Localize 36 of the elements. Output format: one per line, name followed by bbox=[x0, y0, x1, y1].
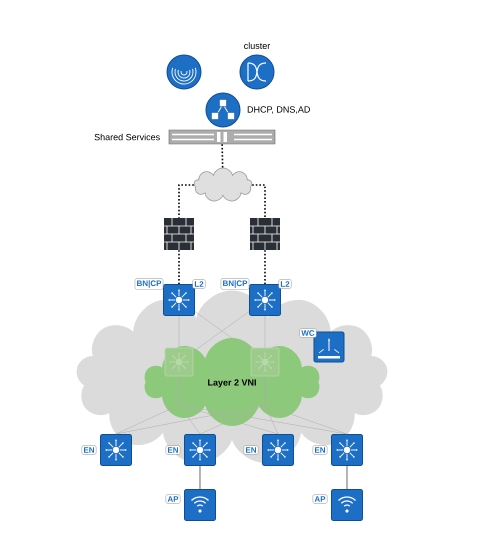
controller: WC bbox=[299, 328, 344, 362]
node-label: AP bbox=[314, 496, 326, 502]
switch: BN|CP L2 bbox=[220, 278, 292, 316]
dotted-link bbox=[221, 144, 224, 168]
access-point: AP bbox=[166, 489, 216, 521]
switch: BN|CP L2 bbox=[134, 278, 206, 316]
node-label: BN|CP bbox=[137, 280, 162, 288]
fingerprint-icon bbox=[166, 54, 202, 90]
node-label: WC bbox=[301, 330, 314, 336]
switch bbox=[250, 348, 280, 376]
switch bbox=[164, 348, 194, 376]
dotted-link bbox=[178, 184, 194, 218]
dotted-link bbox=[178, 250, 180, 284]
server-rack: Shared Services bbox=[94, 130, 276, 144]
node-label: EN bbox=[246, 447, 256, 453]
link-line bbox=[178, 376, 348, 434]
node-label: L2 bbox=[194, 281, 204, 287]
link-line bbox=[346, 466, 348, 490]
node-label: AP bbox=[168, 496, 178, 502]
dotted-link bbox=[252, 184, 266, 218]
node-label: L2 bbox=[280, 281, 290, 287]
firewall bbox=[250, 218, 280, 250]
switch: EN bbox=[244, 434, 294, 466]
access-point: AP bbox=[312, 489, 363, 521]
switch: EN bbox=[312, 434, 363, 466]
switch: EN bbox=[82, 434, 132, 466]
node-label: EN bbox=[84, 447, 94, 453]
switch: EN bbox=[166, 434, 216, 466]
cloud bbox=[194, 168, 252, 202]
link-line bbox=[264, 376, 348, 434]
dotted-link bbox=[264, 250, 266, 284]
node-label: EN bbox=[168, 447, 178, 453]
node-label: EN bbox=[314, 447, 326, 453]
node-label: Shared Services bbox=[94, 134, 160, 140]
node-label: BN|CP bbox=[223, 280, 248, 288]
firewall bbox=[164, 218, 194, 250]
